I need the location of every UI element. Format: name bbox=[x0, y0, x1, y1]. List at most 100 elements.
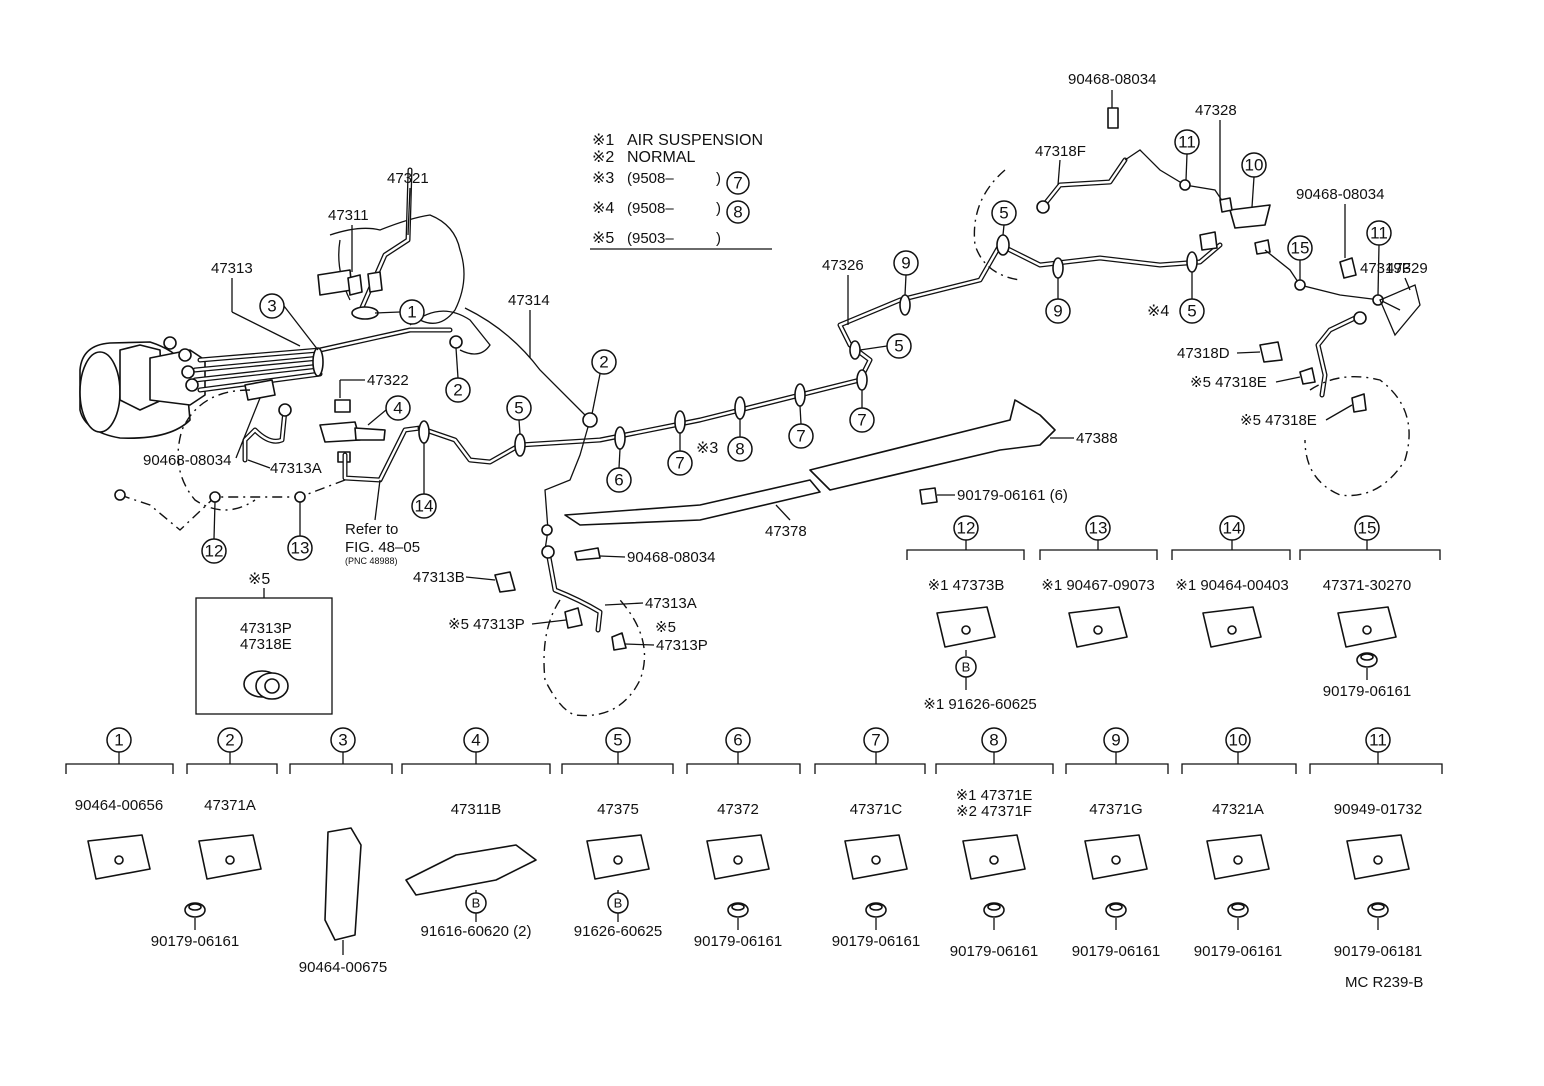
lower-group-1-number: 1 bbox=[114, 731, 123, 750]
callout-11b: 11 bbox=[1370, 224, 1388, 243]
lower-group-2-fastener: 90179-06161 bbox=[151, 933, 239, 950]
label-47313P-a: ※5 47313P bbox=[448, 616, 525, 633]
upper-group-14-number: 14 bbox=[1223, 519, 1242, 538]
label-47311: 47311 bbox=[328, 207, 369, 224]
lower-group-2: 2 47371A 90179-06161 bbox=[151, 727, 278, 950]
label-47329: 47329 bbox=[1386, 260, 1428, 277]
label-90468-08034-left: 90468-08034 bbox=[143, 452, 231, 469]
lower-group-10-number: 10 bbox=[1229, 731, 1248, 750]
lower-group-2-part: 47371A bbox=[204, 797, 256, 814]
legend-row-2-mark: ※2 bbox=[592, 149, 614, 166]
upper-group-12-part: ※1 47373B bbox=[928, 577, 1005, 594]
lower-group-5-bolt-mark: B bbox=[614, 896, 623, 911]
legend-row-3-mark: ※3 bbox=[592, 170, 614, 187]
lower-group-1-part: 90464-00656 bbox=[75, 797, 163, 814]
callout-13a: 13 bbox=[291, 539, 310, 558]
label-90468-08034-top: 90468-08034 bbox=[1068, 71, 1156, 88]
label-47318D: 47318D bbox=[1177, 345, 1230, 362]
callout-8a: 8 bbox=[735, 440, 744, 459]
label-47326: 47326 bbox=[822, 257, 864, 274]
lower-group-8-part: ※2 47371F bbox=[956, 803, 1032, 820]
lower-group-8-number: 8 bbox=[989, 731, 998, 750]
legend-row-1-mark: ※1 bbox=[592, 132, 614, 149]
upper-group-12-fastener: ※1 91626-60625 bbox=[923, 696, 1037, 713]
lower-group-8-part: ※1 47371E bbox=[956, 787, 1033, 804]
label-47313: 47313 bbox=[211, 260, 253, 277]
callout-11a: 11 bbox=[1178, 133, 1196, 152]
callout-9b: 9 bbox=[1053, 302, 1062, 321]
callout-12a: 12 bbox=[205, 542, 224, 561]
callout-6a: 6 bbox=[614, 471, 623, 490]
note5-part-2: 47318E bbox=[240, 636, 292, 653]
callout-7b: 7 bbox=[796, 427, 805, 446]
upper-group-15-number: 15 bbox=[1358, 519, 1377, 538]
left-assembly bbox=[79, 167, 591, 531]
callout-14a: 14 bbox=[415, 497, 434, 516]
callout-7a: 7 bbox=[675, 454, 684, 473]
callout-10a: 10 bbox=[1245, 156, 1264, 175]
label-47322: 47322 bbox=[367, 372, 409, 389]
lower-group-5-fastener: 91626-60625 bbox=[574, 923, 662, 940]
lower-group-7-part: 47371C bbox=[850, 801, 903, 818]
legend-row-4-close: ) bbox=[716, 200, 721, 217]
lower-group-1: 1 90464-00656 bbox=[65, 727, 174, 880]
upper-group-12: 12 ※1 47373B B ※1 91626-60625 bbox=[906, 515, 1037, 713]
lower-group-10-fastener: 90179-06161 bbox=[1194, 943, 1282, 960]
label-mark4: ※4 bbox=[1147, 303, 1169, 320]
lower-group-3: 3 90464-00675 bbox=[289, 727, 393, 976]
lower-group-4-fastener: 91616-60620 (2) bbox=[421, 923, 532, 940]
lower-group-6-part: 47372 bbox=[717, 801, 759, 818]
label-47318F: 47318F bbox=[1035, 143, 1086, 160]
callout-9a: 9 bbox=[901, 254, 910, 273]
legend-row-3-close: ) bbox=[716, 170, 721, 187]
callout-2b: 2 bbox=[599, 353, 608, 372]
lower-group-6-number: 6 bbox=[733, 731, 742, 750]
label-47313P-b-mark: ※5 bbox=[655, 619, 676, 636]
upper-group-13: 13※1 90467-09073 bbox=[1039, 515, 1158, 648]
legend-row-3-ref: 7 bbox=[733, 174, 742, 193]
part-labels: 47321 47311 47313 47314 47322 90468-0803… bbox=[143, 71, 1428, 991]
diagram-callouts: 3 1 2 2 4 5 6 7 8 7 7 12 13 14 9 5 5 9 bbox=[201, 129, 1392, 564]
legend-row-5-mark: ※5 bbox=[592, 230, 614, 247]
upper-group-15-fastener: 90179-06161 bbox=[1323, 683, 1411, 700]
callout-1a: 1 bbox=[407, 303, 416, 322]
lower-group-3-fastener: 90464-00675 bbox=[299, 959, 387, 976]
callout-5d: 5 bbox=[1187, 302, 1196, 321]
callout-15a: 15 bbox=[1291, 239, 1310, 258]
label-47328: 47328 bbox=[1195, 102, 1237, 119]
label-47313P-b: 47313P bbox=[656, 637, 708, 654]
lower-group-2-number: 2 bbox=[225, 731, 234, 750]
callout-5a: 5 bbox=[514, 399, 523, 418]
upper-group-12-number: 12 bbox=[957, 519, 976, 538]
lower-group-11-number: 11 bbox=[1369, 731, 1387, 750]
lower-group-8: 8 ※1 47371E※2 47371F 90179-06161 bbox=[935, 727, 1054, 960]
lower-group-3-number: 3 bbox=[338, 731, 347, 750]
upper-group-12-bolt-mark: B bbox=[962, 660, 971, 675]
label-90179-06161-6: 90179-06161 (6) bbox=[957, 487, 1068, 504]
label-refer-line3: (PNC 48988) bbox=[345, 556, 398, 566]
label-47318E-b: ※5 47318E bbox=[1240, 412, 1317, 429]
callout-5c: 5 bbox=[999, 204, 1008, 223]
lower-group-7-number: 7 bbox=[871, 731, 880, 750]
label-refer-line2: FIG. 48–05 bbox=[345, 539, 420, 556]
lower-group-9-fastener: 90179-06161 bbox=[1072, 943, 1160, 960]
legend-row-2-text: NORMAL bbox=[627, 149, 696, 166]
callout-3a: 3 bbox=[267, 297, 276, 316]
legend-row-5-text: (9503– bbox=[627, 230, 674, 247]
legend-row-4-mark: ※4 bbox=[592, 200, 614, 217]
legend-row-4-ref: 8 bbox=[733, 203, 742, 222]
lower-group-8-fastener: 90179-06161 bbox=[950, 943, 1038, 960]
callout-7c: 7 bbox=[857, 411, 866, 430]
note5-title: ※5 bbox=[248, 571, 270, 588]
main-brake-lines bbox=[417, 234, 1223, 633]
lower-group-9-number: 9 bbox=[1111, 731, 1120, 750]
label-47313B: 47313B bbox=[413, 569, 465, 586]
label-47313A-mid: 47313A bbox=[645, 595, 697, 612]
label-47388: 47388 bbox=[1076, 430, 1118, 447]
frame-rails bbox=[564, 399, 1056, 526]
